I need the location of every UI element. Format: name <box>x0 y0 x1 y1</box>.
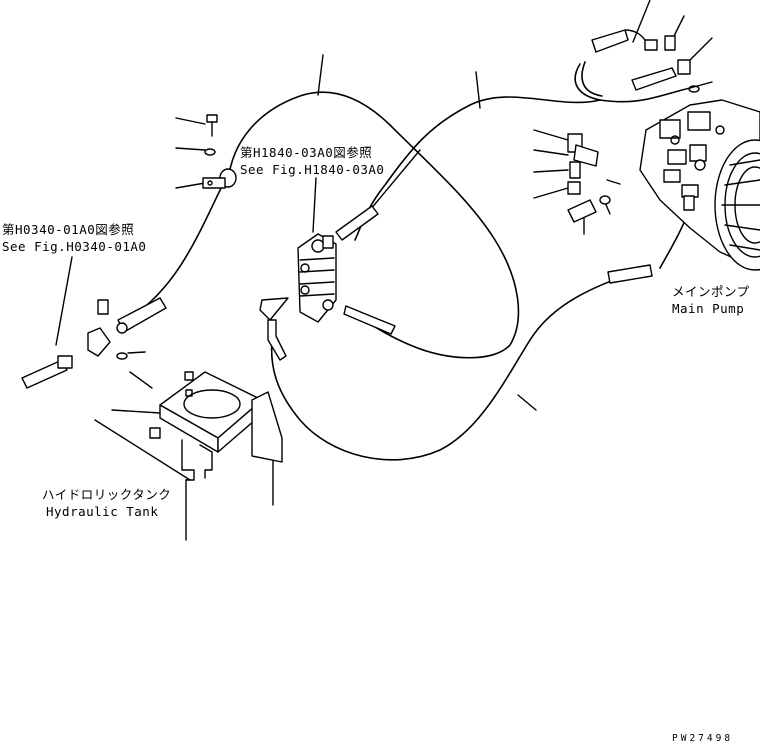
left-fittings <box>21 297 167 389</box>
hydraulic-tank-label-jp: ハイドロリックタンク <box>42 487 172 502</box>
upper-right-fittings <box>591 29 700 284</box>
main-pump <box>639 99 760 271</box>
ref-h0340-label-jp: 第H0340-01A0図参照 <box>2 222 135 237</box>
main-pump-label-jp: メインポンプ <box>672 284 750 299</box>
hydraulic-tank <box>149 371 283 481</box>
ref-h0340-label-en: See Fig.H0340-01A0 <box>2 239 147 254</box>
hose-lines <box>129 61 691 461</box>
main-pump-label-en: Main Pump <box>672 301 745 316</box>
control-valve <box>259 205 396 361</box>
ref-h1840-label-en: See Fig.H1840-03A0 <box>240 162 385 177</box>
tee-block-assembly <box>567 133 611 223</box>
drawing-code: PW27498 <box>672 733 734 744</box>
clamp-bolt-assembly <box>202 114 237 189</box>
hydraulic-tank-label-en: Hydraulic Tank <box>46 504 159 519</box>
ref-h1840-label-jp: 第H1840-03A0図参照 <box>240 145 373 160</box>
